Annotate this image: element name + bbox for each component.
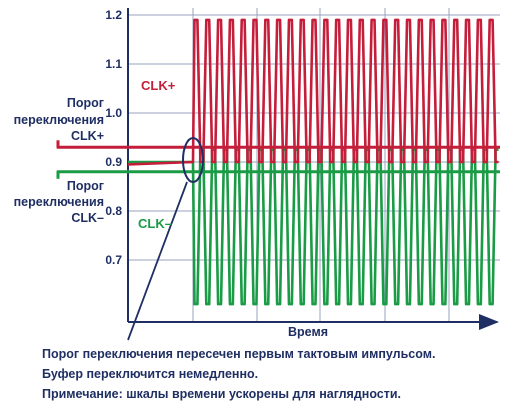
threshold-label-clk-plus-line1: Порог [67, 96, 104, 110]
threshold-label-clk-minus-line1: Порог [67, 179, 104, 193]
y-tick-label: 1.1 [105, 57, 122, 71]
note-line-3: Примечание: шкалы времени ускорены для н… [42, 387, 401, 401]
threshold-label-clk-minus-line2: переключения [14, 195, 104, 209]
y-tick-label: 0.9 [105, 155, 122, 169]
threshold-label-clk-plus-line2: переключения [14, 113, 104, 127]
crossing-highlight [182, 137, 204, 183]
series-label-clk-minus: CLK– [138, 216, 172, 231]
series-label-clk-plus: CLK+ [141, 78, 176, 93]
x-axis-label: Время [288, 325, 328, 339]
y-tick-label: 0.7 [105, 253, 122, 267]
annotation-pointer [127, 181, 188, 341]
y-tick-label: 1.2 [105, 8, 122, 22]
series-line-clk-minus [128, 148, 499, 306]
y-tick-label: 0.8 [105, 204, 122, 218]
y-tick-label: 1.0 [105, 106, 122, 120]
threshold-label-clk-plus-line3: CLK+ [71, 129, 104, 143]
note-line-2: Буфер переключится немедленно. [42, 367, 258, 381]
threshold-label-clk-minus-line3: CLK– [71, 211, 104, 225]
series-line-clk-plus [127, 18, 499, 166]
note-line-1: Порог переключения пересечен первым такт… [42, 347, 435, 361]
y-ticks: 1.2 1.1 1.0 0.9 0.8 0.7 [105, 8, 122, 267]
